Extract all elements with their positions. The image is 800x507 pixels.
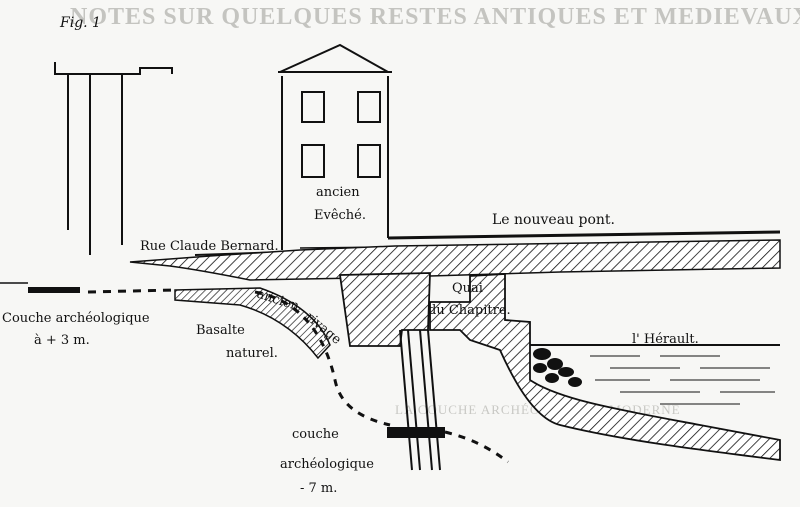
label-couche-plus3-line2: à + 3 m. <box>34 333 90 348</box>
archaeological-layer-minus7-dashed <box>444 430 509 464</box>
archaeological-layer-plus3 <box>28 287 80 293</box>
herault-river <box>530 344 780 405</box>
boulders <box>533 348 582 387</box>
embankment-hatched <box>129 239 781 281</box>
archaeological-layer-plus3-dashed <box>87 288 176 294</box>
bridge-pier <box>338 272 431 347</box>
label-quai-line2: du Chapitre. <box>428 303 511 318</box>
label-couche-plus3-line1: Couche archéologique <box>2 311 150 326</box>
label-couche-minus7-line3: - 7 m. <box>300 481 337 496</box>
label-nouveau-pont: Le nouveau pont. <box>492 212 615 228</box>
label-basalte-line1: Basalte <box>196 323 245 338</box>
label-ancien-eveche-line1: ancien <box>316 185 360 200</box>
label-couche-minus7-line2: archéologique <box>280 457 374 472</box>
left-building <box>54 62 173 255</box>
label-herault: l' Hérault. <box>632 332 699 347</box>
label-ancien-eveche-line2: Evêché. <box>314 208 366 223</box>
quai-du-chapitre-wall <box>429 273 781 462</box>
label-rue-claude-bernard: Rue Claude Bernard. <box>140 239 279 254</box>
label-quai-line1: Quai <box>452 281 483 296</box>
figure-number: Fig. 1 <box>59 15 101 31</box>
label-couche-minus7-line1: couche <box>292 427 339 442</box>
foundation-posts <box>387 329 445 471</box>
ancient-shoreline-dashed <box>254 290 391 427</box>
label-basalte-line2: naturel. <box>226 346 278 361</box>
basalt-bank <box>174 287 331 360</box>
eveche-building <box>278 43 392 250</box>
